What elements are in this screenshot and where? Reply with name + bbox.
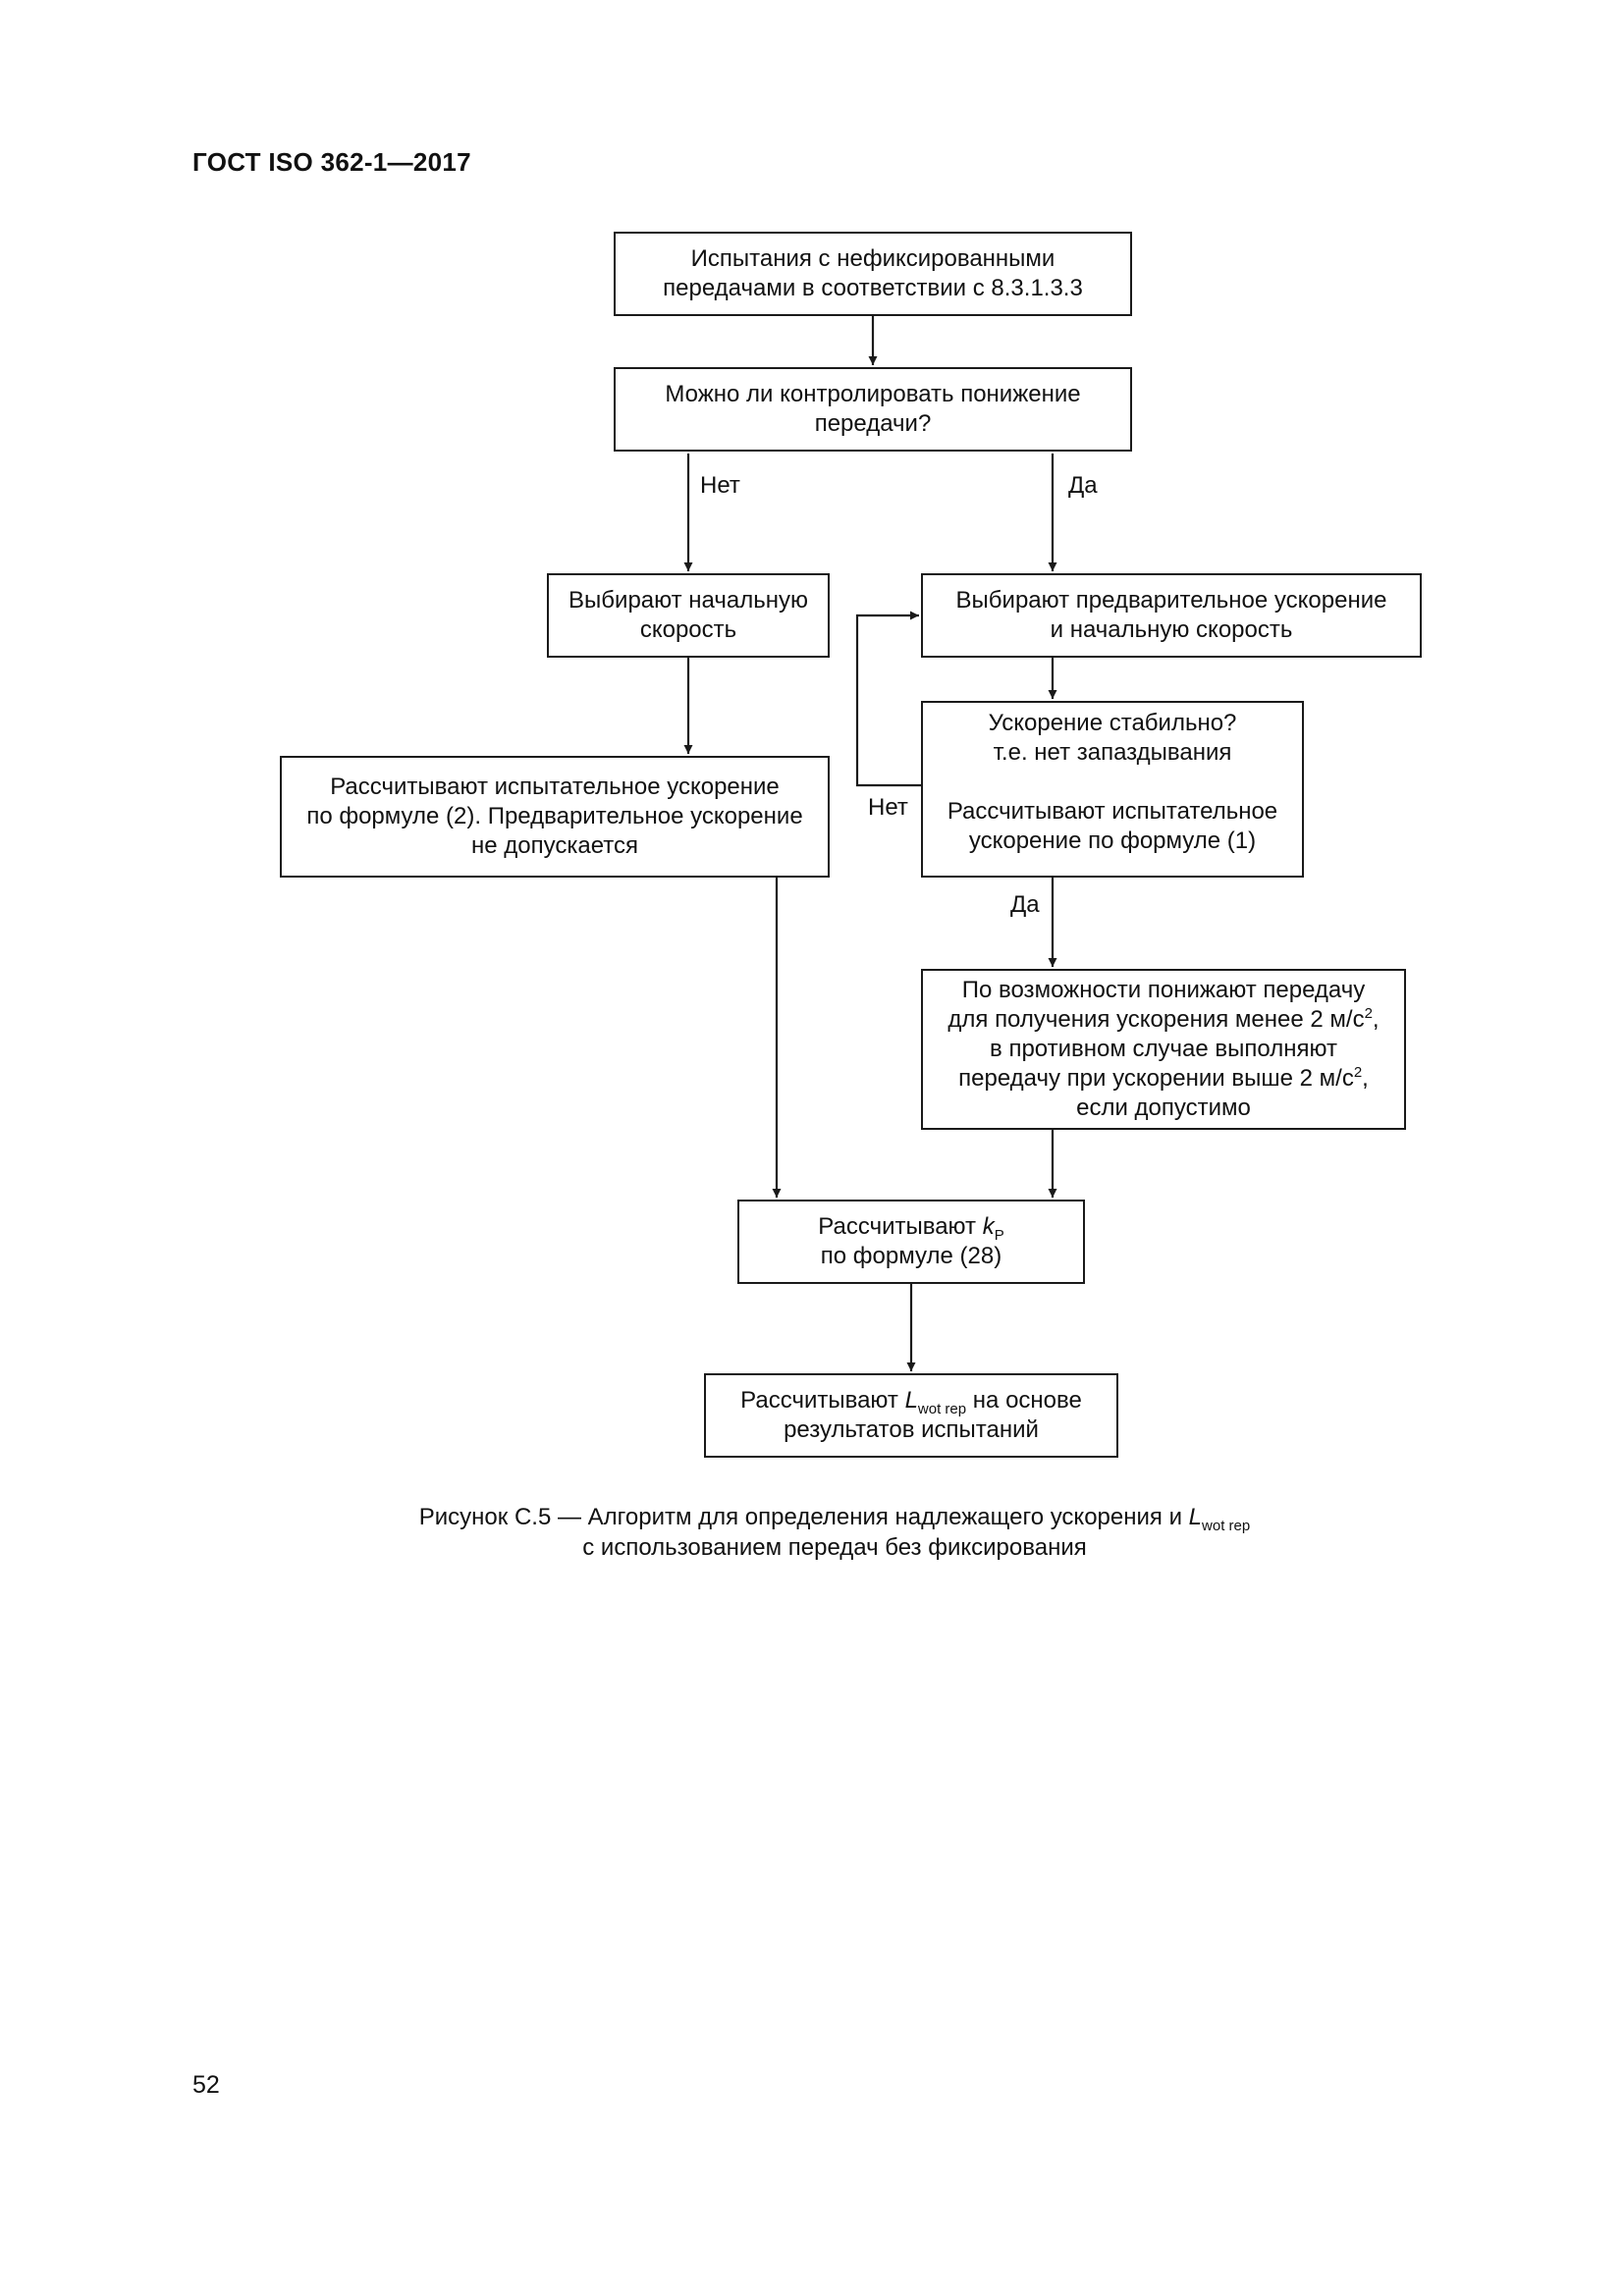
- box-calc-kp-line2: по формуле (28): [820, 1243, 1002, 1269]
- box-question-downshift-line2: передачи?: [814, 410, 932, 437]
- box-choose-preaccel-line1: Выбирают предварительное ускорение: [955, 587, 1387, 614]
- box-start: Испытания с нефиксированными передачами …: [614, 232, 1132, 316]
- box-accel-stable-line4: ускорение по формуле (1): [968, 828, 1257, 854]
- box-accel-stable-line1: Ускорение стабильно?: [988, 710, 1237, 736]
- box-downshift-line3: в противном случае выполняют: [990, 1036, 1337, 1062]
- figure-caption-line2: с использованием передач без фиксировани…: [582, 1534, 1087, 1561]
- box-choose-speed-line2: скорость: [639, 616, 737, 643]
- box-question-downshift: Можно ли контролировать понижение переда…: [614, 367, 1132, 452]
- box-calc-lwot-line2: результатов испытаний: [784, 1416, 1039, 1443]
- box-downshift-if-possible: По возможности понижают передачу для пол…: [921, 969, 1406, 1130]
- box-downshift-line4: передачу при ускорении выше 2 м/с2,: [958, 1064, 1369, 1092]
- label-yes-down: Да: [1010, 891, 1040, 918]
- box-downshift-line5: если допустимо: [1076, 1095, 1251, 1121]
- label-no-left: Нет: [700, 472, 740, 499]
- box-calc-formula2: Рассчитывают испытательное ускорение по …: [280, 756, 830, 878]
- box-calc-formula2-line3: не допускается: [471, 832, 638, 859]
- figure-caption-line1: Рисунок С.5 — Алгоритм для определения н…: [418, 1504, 1251, 1534]
- box-calc-lwot-line1: Рассчитывают Lwot rep на основе: [740, 1387, 1082, 1417]
- box-accel-stable-line3: Рассчитывают испытательное: [947, 798, 1278, 825]
- label-yes-right: Да: [1068, 472, 1098, 499]
- box-calc-kp-line1: Рассчитывают kP: [818, 1213, 1004, 1244]
- document-header: ГОСТ ISO 362-1—2017: [192, 147, 471, 177]
- figure-caption: Рисунок С.5 — Алгоритм для определения н…: [236, 1502, 1434, 1563]
- box-choose-speed-line1: Выбирают начальную: [568, 587, 808, 614]
- page-number: 52: [192, 2071, 220, 2099]
- box-calc-lwot: Рассчитывают Lwot rep на основе результа…: [704, 1373, 1118, 1458]
- box-accel-stable-line2: т.е. нет запаздывания: [993, 739, 1232, 766]
- box-choose-speed: Выбирают начальную скорость: [547, 573, 830, 658]
- box-start-line2: передачами в соответствии с 8.3.1.3.3: [663, 275, 1083, 301]
- box-question-downshift-line1: Можно ли контролировать понижение: [665, 381, 1081, 407]
- box-calc-formula2-line2: по формуле (2). Предварительное ускорени…: [306, 803, 803, 829]
- box-start-line1: Испытания с нефиксированными: [690, 245, 1056, 272]
- box-calc-formula2-line1: Рассчитывают испытательное ускорение: [330, 774, 780, 800]
- label-no-loop: Нет: [868, 794, 908, 821]
- arrow-loop-not-stable: [855, 611, 921, 787]
- box-accel-stable: Ускорение стабильно? т.е. нет запаздыван…: [921, 701, 1304, 878]
- box-choose-preaccel: Выбирают предварительное ускорение и нач…: [921, 573, 1422, 658]
- box-calc-kp: Рассчитывают kP по формуле (28): [737, 1200, 1085, 1284]
- box-downshift-line2: для получения ускорения менее 2 м/с2,: [947, 1005, 1380, 1033]
- box-choose-preaccel-line2: и начальную скорость: [1050, 616, 1293, 643]
- box-downshift-line1: По возможности понижают передачу: [961, 977, 1366, 1003]
